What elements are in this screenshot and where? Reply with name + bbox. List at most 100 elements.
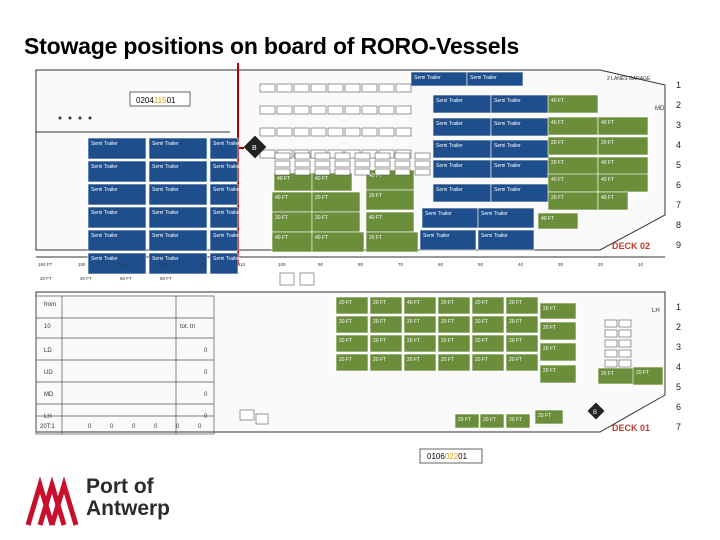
semi-trailer-slot[interactable]: Semi Trailer <box>209 137 240 160</box>
container-slot[interactable]: 20 FT <box>335 296 369 315</box>
semi-trailer-slot[interactable]: Semi Trailer <box>148 160 208 183</box>
container-slot[interactable]: 20 FT <box>479 413 505 429</box>
semi-trailer-slot[interactable]: Semi Trailer <box>490 139 550 159</box>
container-slot[interactable]: 20 FT <box>471 315 505 334</box>
semi-trailer-slot[interactable]: Semi Trailer <box>410 71 468 87</box>
container-slot[interactable]: 20 FT <box>539 342 577 362</box>
container-slot[interactable]: 20 FT <box>365 231 419 253</box>
container-slot[interactable]: 20 FT <box>335 315 369 334</box>
container-slot[interactable]: 20 FT <box>505 296 539 315</box>
semi-trailer-slot[interactable]: Semi Trailer <box>490 117 550 137</box>
container-slot[interactable]: 40 FT <box>537 212 579 230</box>
container-slot[interactable]: 40 FT <box>597 173 649 193</box>
container-slot[interactable]: 40 FT <box>547 94 599 114</box>
container-slot[interactable]: 40 FT <box>597 156 649 176</box>
semi-trailer-slot[interactable]: Semi Trailer <box>477 229 535 251</box>
container-slot[interactable]: 40 FT <box>273 172 313 192</box>
small-slot <box>378 83 395 93</box>
container-slot[interactable]: 40 FT <box>547 116 599 136</box>
semi-trailer-slot[interactable]: Semi Trailer <box>148 137 208 160</box>
container-slot[interactable]: 40 FT <box>365 211 415 233</box>
container-slot[interactable]: 20 FT <box>547 191 599 211</box>
container-slot[interactable]: 20 FT <box>271 211 313 233</box>
semi-trailer-slot[interactable]: Semi Trailer <box>209 160 240 183</box>
container-slot[interactable]: 20 FT <box>311 211 361 233</box>
container-slot[interactable]: 40 FT <box>311 172 353 192</box>
container-slot[interactable]: 40 FT <box>271 231 313 253</box>
semi-trailer-slot[interactable]: Semi Trailer <box>477 207 535 229</box>
semi-trailer-slot[interactable]: Semi Trailer <box>148 252 208 275</box>
container-slot[interactable]: 20 FT <box>369 296 403 315</box>
container-slot[interactable]: 20 FT <box>505 315 539 334</box>
semi-trailer-slot[interactable]: Semi Trailer <box>209 206 240 229</box>
container-slot[interactable]: 20 FT <box>403 334 437 353</box>
container-slot[interactable]: 20 FT <box>534 409 564 425</box>
semi-trailer-slot[interactable]: Semi Trailer <box>148 229 208 252</box>
semi-trailer-slot[interactable]: Semi Trailer <box>432 94 492 114</box>
container-slot[interactable]: 20 FT <box>369 315 403 334</box>
semi-trailer-slot[interactable]: Semi Trailer <box>490 94 550 114</box>
semi-trailer-slot[interactable]: Semi Trailer <box>432 183 492 203</box>
svg-text:20 FT: 20 FT <box>509 319 522 325</box>
container-slot[interactable]: 20 FT <box>505 413 531 429</box>
container-slot[interactable]: 20 FT <box>437 353 471 372</box>
semi-trailer-slot[interactable]: Semi Trailer <box>148 183 208 206</box>
container-slot[interactable]: 20 FT <box>311 191 361 213</box>
container-slot[interactable]: 20 FT <box>547 136 599 156</box>
semi-trailer-slot[interactable]: Semi Trailer <box>466 71 524 87</box>
container-slot[interactable]: 20 FT <box>335 353 369 372</box>
container-slot[interactable]: 20 FT <box>454 413 480 429</box>
semi-trailer-slot[interactable]: Semi Trailer <box>209 252 240 275</box>
semi-trailer-slot[interactable]: Semi Trailer <box>432 139 492 159</box>
semi-trailer-slot[interactable]: Semi Trailer <box>87 229 147 252</box>
container-slot[interactable]: 40 FT <box>403 296 437 315</box>
semi-trailer-slot[interactable]: Semi Trailer <box>432 117 492 137</box>
container-slot[interactable]: 20 FT <box>505 334 539 353</box>
small-slot <box>394 160 411 168</box>
container-slot[interactable]: 20 FT <box>539 321 577 341</box>
container-slot[interactable]: 20 FT <box>437 315 471 334</box>
container-slot[interactable]: 20 FT <box>597 367 639 385</box>
container-slot[interactable]: 20 FT <box>539 302 577 320</box>
semi-trailer-slot[interactable]: Semi Trailer <box>432 159 492 179</box>
container-slot[interactable]: 20 FT <box>471 334 505 353</box>
container-slot[interactable]: 40 FT <box>597 191 629 211</box>
svg-text:20 FT: 20 FT <box>373 319 386 325</box>
semi-trailer-slot[interactable]: Semi Trailer <box>490 183 550 203</box>
semi-trailer-slot[interactable]: Semi Trailer <box>148 206 208 229</box>
svg-text:20 FT: 20 FT <box>551 195 564 201</box>
container-slot[interactable]: 20 FT <box>335 334 369 353</box>
container-slot[interactable]: 40 FT <box>271 191 313 213</box>
container-slot[interactable]: 20 FT <box>547 156 599 176</box>
lane-number: 7 <box>676 422 681 432</box>
svg-text:20 FT: 20 FT <box>369 235 382 241</box>
container-slot[interactable]: 20 FT <box>403 353 437 372</box>
container-slot[interactable]: 20 FT <box>403 315 437 334</box>
svg-text:20 FT: 20 FT <box>509 417 522 423</box>
semi-trailer-slot[interactable]: Semi Trailer <box>87 252 147 275</box>
container-slot[interactable]: 20 FT <box>437 334 471 353</box>
container-slot[interactable]: 20 FT <box>471 353 505 372</box>
semi-trailer-slot[interactable]: Semi Trailer <box>87 160 147 183</box>
container-slot[interactable]: 20 FT <box>597 136 649 156</box>
semi-trailer-slot[interactable]: Semi Trailer <box>209 183 240 206</box>
container-slot[interactable]: 20 FT <box>437 296 471 315</box>
container-slot[interactable]: 20 FT <box>365 189 415 211</box>
container-slot[interactable]: 20 FT <box>471 296 505 315</box>
container-slot[interactable]: 20 FT <box>369 334 403 353</box>
semi-trailer-slot[interactable]: Semi Trailer <box>87 137 147 160</box>
container-slot[interactable]: 20 FT <box>632 366 664 386</box>
container-slot[interactable]: 20 FT <box>505 353 539 372</box>
container-slot[interactable]: 20 FT <box>369 353 403 372</box>
container-slot[interactable]: 40 FT <box>597 116 649 136</box>
container-slot[interactable]: 40 FT <box>547 173 599 193</box>
semi-trailer-slot[interactable]: Semi Trailer <box>87 183 147 206</box>
semi-trailer-slot[interactable]: Semi Trailer <box>419 229 477 251</box>
semi-trailer-slot[interactable]: Semi Trailer <box>421 207 479 229</box>
semi-trailer-slot[interactable]: Semi Trailer <box>490 159 550 179</box>
container-slot[interactable]: 40 FT <box>311 231 365 253</box>
container-slot[interactable]: 20 FT <box>539 364 577 384</box>
semi-trailer-slot[interactable]: Semi Trailer <box>87 206 147 229</box>
semi-trailer-slot[interactable]: Semi Trailer <box>209 229 240 252</box>
